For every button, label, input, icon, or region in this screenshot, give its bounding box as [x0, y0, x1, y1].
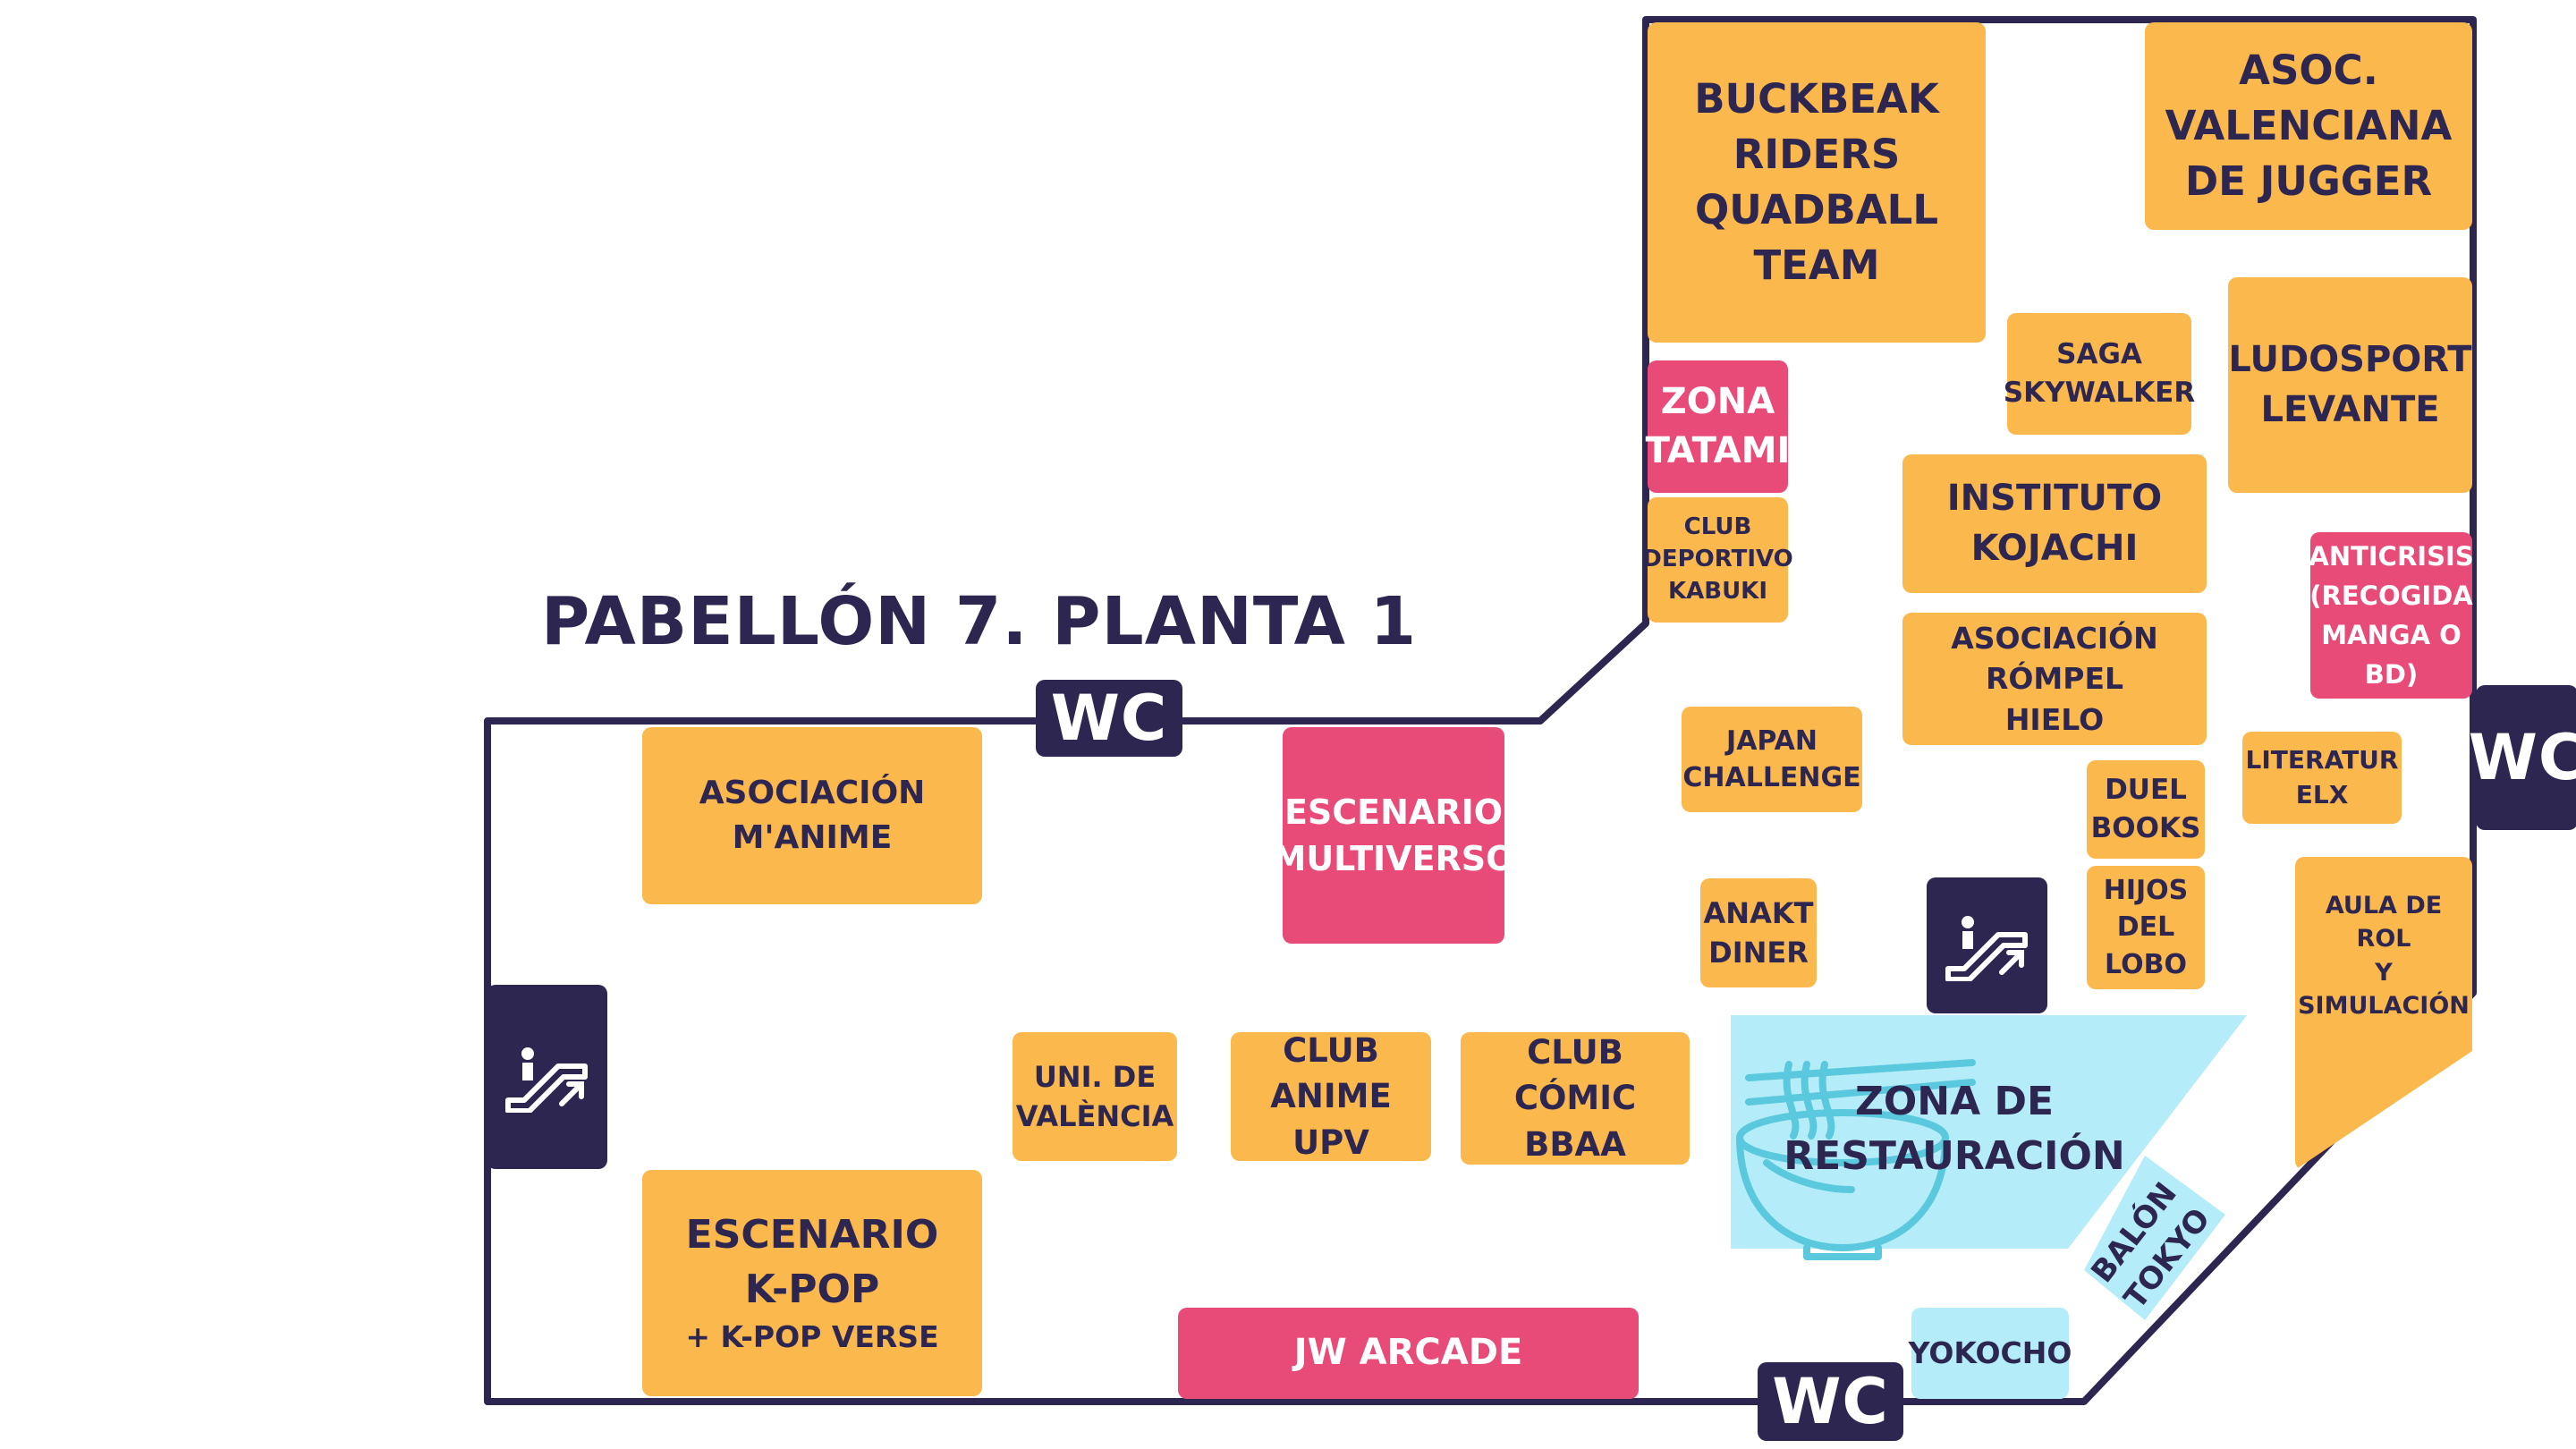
stand-japan-challenge[interactable]: JAPAN CHALLENGE — [1682, 707, 1862, 812]
wc-bottom[interactable]: WC — [1758, 1362, 1903, 1441]
stage-multiverso[interactable]: ESCENARIO MULTIVERSO — [1273, 727, 1514, 944]
stand-yokocho[interactable]: YOKOCHO — [1909, 1308, 2072, 1399]
stand-jugger[interactable]: ASOC. VALENCIANA DE JUGGER — [2145, 22, 2472, 230]
escalator-left[interactable] — [487, 985, 607, 1169]
stage-kpop-label: ESCENARIO K-POP — [685, 1212, 939, 1312]
stand-manime[interactable]: ASOCIACIÓN M'ANIME — [642, 727, 982, 904]
zona-tatami[interactable]: ZONA TATAMI — [1646, 360, 1790, 493]
escalator-icon — [504, 1047, 588, 1113]
stand-anakt-diner[interactable]: ANAKT DINER — [1700, 878, 1817, 987]
wc-right[interactable]: WC — [2469, 685, 2576, 830]
stand-literatur-elx[interactable]: LITERATUR ELX — [2242, 732, 2402, 824]
stand-rompel-hielo[interactable]: ASOCIACIÓN RÓMPEL HIELO — [1902, 613, 2207, 745]
stand-ludosport[interactable]: LUDOSPORT LEVANTE — [2228, 277, 2472, 493]
stand-duel-books[interactable]: DUEL BOOKS — [2087, 760, 2205, 859]
stand-anime-upv[interactable]: CLUB ANIME UPV — [1231, 1031, 1431, 1162]
stand-buckbeak[interactable]: BUCKBEAK RIDERS QUADBALL TEAM — [1648, 22, 1986, 343]
balon-tokyo-shape — [2084, 1156, 2225, 1320]
stand-hijos-del-lobo[interactable]: HIJOS DEL LOBO — [2087, 866, 2205, 989]
stand-comic-bbaa[interactable]: CLUB CÓMIC BBAA — [1461, 1032, 1690, 1165]
stand-kabuki[interactable]: CLUB DEPORTIVO KABUKI — [1642, 497, 1793, 623]
stand-kojachi[interactable]: INSTITUTO KOJACHI — [1902, 454, 2207, 593]
escalator-icon — [1945, 916, 2028, 981]
page-title: PABELLÓN 7. PLANTA 1 — [541, 583, 1418, 660]
noodle-bowl-icon — [1736, 1059, 1976, 1260]
stage-kpop[interactable]: ESCENARIO K-POP + K-POP VERSE — [642, 1170, 982, 1396]
zona-restauracion-label[interactable]: ZONA DE RESTAURACIÓN — [1784, 1079, 2125, 1179]
stand-saga-skywalker[interactable]: SAGA SKYWALKER — [2004, 313, 2195, 435]
hall-walls — [484, 16, 2477, 1405]
stand-anticrisis[interactable]: ANTICRISIS (RECOGIDA MANGA O BD) — [2309, 532, 2474, 699]
stand-uni-valencia[interactable]: UNI. DE VALÈNCIA — [1013, 1032, 1177, 1161]
wc-top[interactable]: WC — [1036, 680, 1182, 757]
jw-arcade[interactable]: JW ARCADE — [1178, 1308, 1639, 1399]
stage-kpop-sublabel: + K-POP VERSE — [685, 1319, 939, 1355]
escalator-center[interactable] — [1927, 877, 2047, 1013]
